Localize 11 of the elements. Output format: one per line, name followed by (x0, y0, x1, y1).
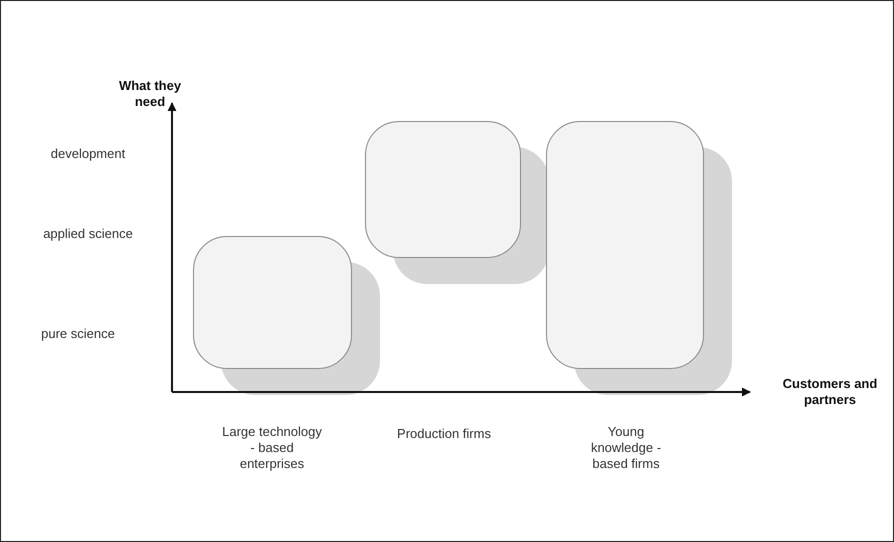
box-shape (193, 236, 352, 369)
box-shape (546, 121, 704, 369)
category-label: Large technology - based enterprises (222, 424, 322, 472)
category-label: Production firms (396, 426, 492, 442)
box-shape (365, 121, 521, 258)
axis-title: Customers and partners (782, 376, 878, 408)
category-label: Young knowledge - based firms (590, 424, 662, 472)
axis-title: What they need (118, 78, 182, 110)
axis-tick-label: development (50, 146, 126, 162)
axis-tick-label: applied science (42, 226, 134, 242)
axis-tick-label: pure science (40, 326, 116, 342)
